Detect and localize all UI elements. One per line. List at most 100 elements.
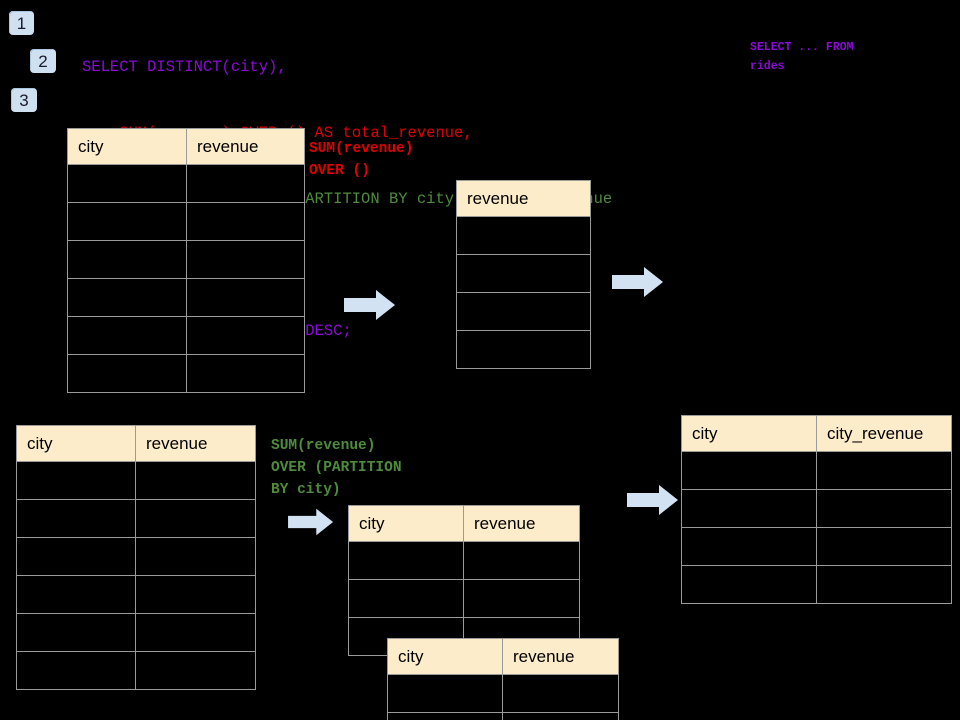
table-cell (16, 537, 136, 576)
annotation-city-revenue: SUM(revenue) OVER (PARTITION BY city) (271, 438, 402, 498)
table-cell (135, 613, 256, 652)
table-row (387, 674, 619, 713)
table-partition-front: city revenue (387, 638, 619, 720)
table-cell (67, 202, 187, 241)
column-header-city-revenue: city_revenue (816, 415, 952, 452)
table-cell (186, 278, 305, 317)
table-cell (135, 537, 256, 576)
table-row (67, 278, 305, 317)
column-header-city: city (67, 128, 187, 165)
table-cell (502, 712, 619, 720)
table-row (67, 354, 305, 393)
table-header-row: city revenue (348, 505, 580, 542)
table-cell (186, 240, 305, 279)
table-row (681, 527, 952, 566)
column-header-revenue: revenue (186, 128, 305, 165)
table-cell (67, 316, 187, 355)
table-row (16, 651, 256, 690)
column-header-city: city (348, 505, 464, 542)
table-cell (456, 330, 591, 369)
table-cell (16, 461, 136, 500)
column-header-revenue: revenue (456, 180, 591, 217)
table-header-row: city revenue (16, 425, 256, 462)
table-row (67, 164, 305, 203)
table-row (16, 575, 256, 614)
table-result: city city_revenue (681, 415, 952, 604)
table-total-revenue: revenue (456, 180, 591, 369)
table-source-top: city revenue (67, 128, 305, 393)
table-header-row: city city_revenue (681, 415, 952, 452)
table-cell (681, 527, 817, 566)
table-cell (348, 541, 464, 580)
step-badge-3[interactable]: 3 (11, 88, 37, 112)
step-badge-2[interactable]: 2 (30, 49, 56, 73)
table-row (16, 499, 256, 538)
table-cell (681, 451, 817, 490)
table-cell (463, 541, 580, 580)
table-row (348, 541, 580, 580)
table-cell (135, 651, 256, 690)
annotation-total-revenue: SUM(revenue) OVER () (309, 141, 414, 179)
table-row (456, 292, 591, 331)
table-cell (186, 354, 305, 393)
arrow-partition-to-result-icon (627, 485, 678, 515)
column-header-revenue: revenue (135, 425, 256, 462)
table-cell (67, 240, 187, 279)
table-row (348, 579, 580, 618)
table-cell (135, 575, 256, 614)
column-header-revenue: revenue (463, 505, 580, 542)
table-cell (502, 674, 619, 713)
arrow-source-to-total-icon (344, 290, 395, 320)
arrow-source-to-partition-icon (288, 508, 334, 536)
arrow-total-to-result-icon (612, 267, 663, 297)
table-partition-back: city revenue (348, 505, 580, 656)
table-cell (456, 254, 591, 293)
table-cell (681, 565, 817, 604)
table-cell (816, 565, 952, 604)
table-cell (135, 461, 256, 500)
table-row (681, 451, 952, 490)
step-badge-3-label: 3 (19, 90, 29, 110)
column-header-city: city (387, 638, 503, 675)
select-from-rides-note: SELECT ... FROM rides (750, 41, 854, 73)
table-cell (348, 579, 464, 618)
table-cell (16, 613, 136, 652)
table-cell (387, 712, 503, 720)
column-header-city: city (16, 425, 136, 462)
table-cell (816, 451, 952, 490)
table-cell (67, 354, 187, 393)
table-cell (681, 489, 817, 528)
table-cell (186, 316, 305, 355)
table-cell (816, 527, 952, 566)
table-row (67, 240, 305, 279)
table-header-row: city revenue (387, 638, 619, 675)
sql-line-select: SELECT DISTINCT(city), (82, 58, 287, 76)
table-row (387, 712, 619, 720)
table-cell (456, 292, 591, 331)
column-header-city: city (681, 415, 817, 452)
table-row (67, 202, 305, 241)
table-cell (463, 579, 580, 618)
table-header-row: city revenue (67, 128, 305, 165)
table-cell (456, 216, 591, 255)
table-row (681, 489, 952, 528)
column-header-revenue: revenue (502, 638, 619, 675)
table-cell (135, 499, 256, 538)
table-cell (816, 489, 952, 528)
table-row (681, 565, 952, 604)
table-cell (67, 278, 187, 317)
step-badge-1[interactable]: 1 (9, 11, 34, 35)
table-row (456, 216, 591, 255)
table-cell (16, 575, 136, 614)
table-source-bottom: city revenue (16, 425, 256, 690)
table-cell (67, 164, 187, 203)
table-row (16, 461, 256, 500)
table-row (16, 613, 256, 652)
table-cell (387, 674, 503, 713)
table-row (67, 316, 305, 355)
table-header-row: revenue (456, 180, 591, 217)
table-cell (16, 499, 136, 538)
table-row (456, 254, 591, 293)
step-badge-1-label: 1 (16, 13, 27, 33)
